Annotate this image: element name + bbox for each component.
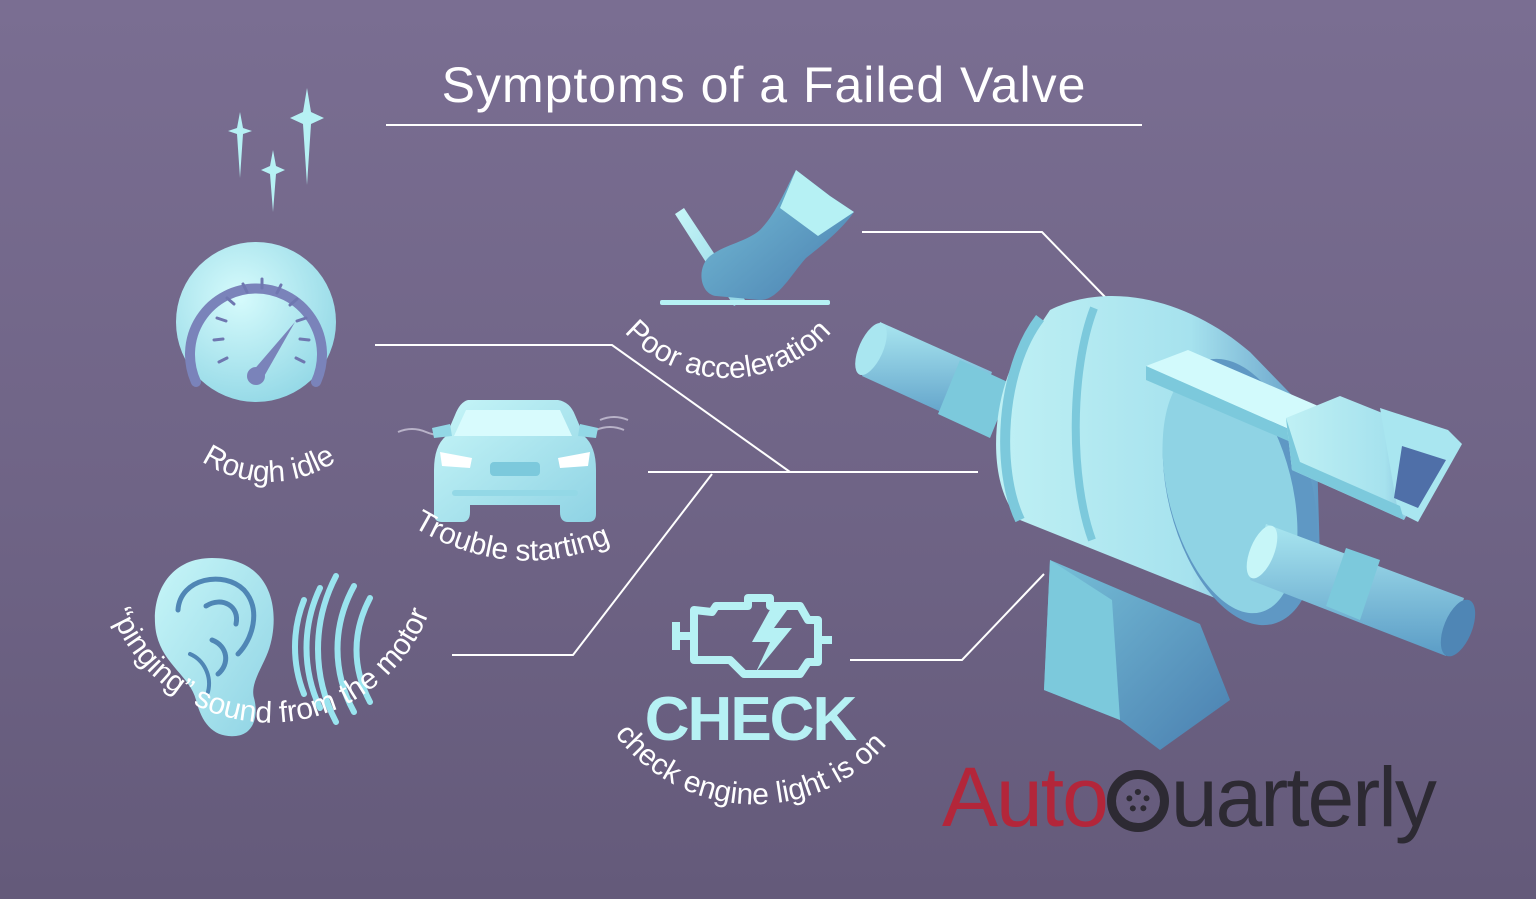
title-underline	[386, 124, 1142, 126]
logo-quarterly-text: uarterly	[1170, 750, 1437, 844]
valve-icon	[855, 295, 1476, 750]
lightning-bolt-icon	[752, 606, 792, 672]
connector-check-engine	[850, 573, 1045, 661]
speedometer-icon	[176, 242, 336, 402]
connector-lines	[375, 231, 1107, 661]
engine-warning-icon	[672, 594, 832, 678]
connector-poor-acceleration	[862, 231, 1107, 299]
wheel-icon	[1106, 770, 1169, 832]
check-badge: CHECK	[645, 685, 858, 754]
pedal-foot-icon	[660, 170, 854, 306]
label-rough-idle: Rough idle	[198, 439, 341, 489]
brand-logo: Auto uarterly	[942, 750, 1437, 844]
connector-pinging	[452, 473, 713, 656]
ear-icon	[154, 558, 274, 737]
logo-auto-text: Auto	[942, 750, 1109, 844]
car-front-icon	[397, 400, 629, 522]
page-title: Symptoms of a Failed Valve	[441, 57, 1087, 113]
sound-waves-icon	[292, 573, 373, 725]
sparkle-icon	[228, 88, 324, 212]
